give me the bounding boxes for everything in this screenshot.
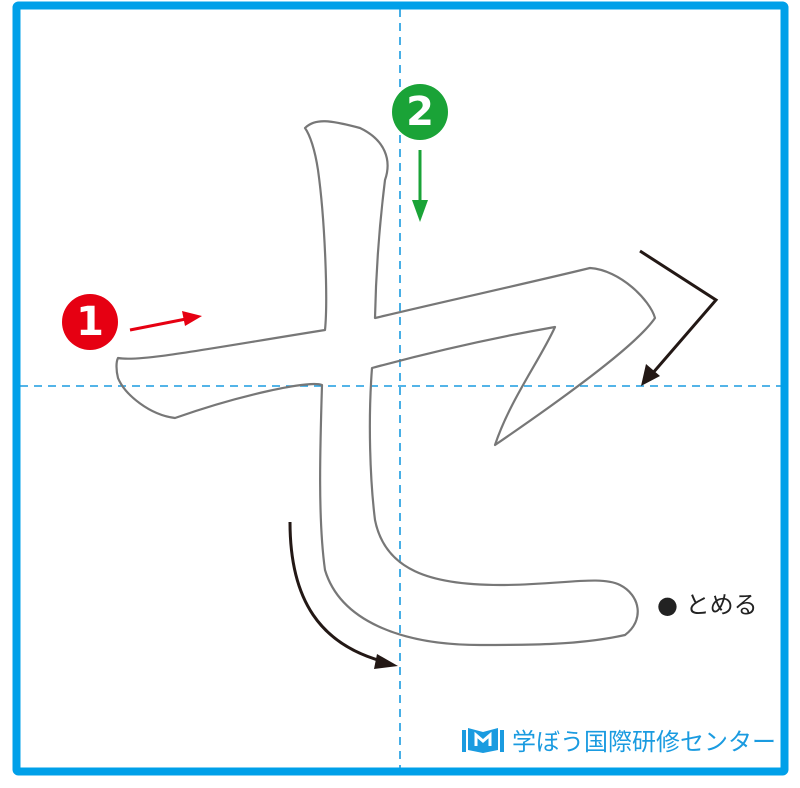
svg-text:1: 1 [76, 299, 104, 345]
character-outline [115, 120, 657, 647]
curve-arrow [288, 521, 398, 669]
stroke-2-arrow [412, 150, 428, 222]
annotation-text: とめる [685, 591, 758, 619]
frame-border [12, 1, 789, 776]
tome-annotation: ● とめる [657, 585, 758, 620]
hook-arrow [639, 249, 719, 386]
open-book-icon [462, 727, 504, 753]
logo: 学ぼう国際研修センター [462, 722, 776, 757]
svg-text:2: 2 [406, 89, 434, 135]
stroke-2-number-badge: 2 [392, 84, 448, 140]
bullet: ● [657, 591, 678, 619]
stroke-1-arrow [129, 311, 202, 332]
stroke-1-number-badge: 1 [62, 294, 118, 350]
logo-text: 学ぼう国際研修センター [512, 728, 776, 756]
